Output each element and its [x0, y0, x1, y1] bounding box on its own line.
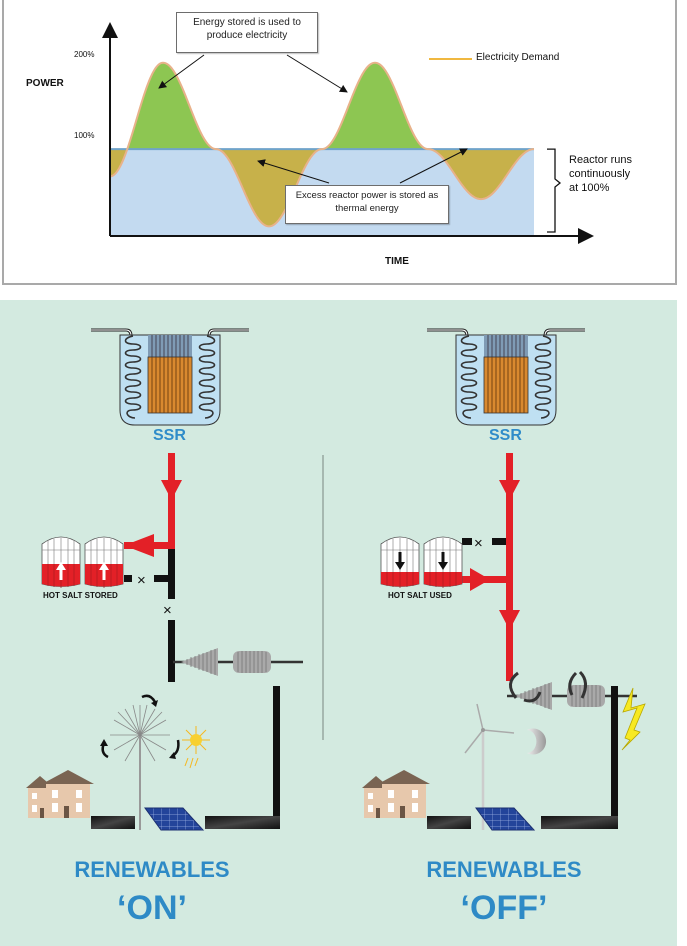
rotation-arrow-head	[100, 739, 108, 746]
power-line	[273, 686, 280, 829]
valve-closed-icon: ×	[137, 572, 146, 589]
hot-flow-pipe	[168, 453, 175, 549]
grid-cable	[427, 816, 471, 829]
idle-pipe-stub	[462, 538, 472, 545]
steam-turbine-icon	[171, 646, 305, 678]
moon-icon	[527, 728, 547, 755]
renewables-diagram-panel: × ×	[0, 300, 677, 946]
idle-pipe-stub	[154, 575, 172, 582]
idle-pipe-stub	[492, 538, 506, 545]
ssr-reactor-icon	[425, 328, 587, 427]
x-axis-title: TIME	[385, 256, 409, 267]
left-scenario: × ×	[26, 328, 305, 831]
power-line	[611, 686, 618, 829]
idle-pipe-stub	[124, 575, 132, 582]
hot-salt-used-label: HOT SALT USED	[388, 591, 452, 600]
flow-arrow-right-icon	[470, 568, 490, 591]
sun-icon	[182, 726, 210, 769]
callout-line: produce electricity	[206, 30, 288, 41]
annotation-arrow	[286, 54, 348, 93]
callout-line: Excess reactor power is stored as	[295, 190, 439, 201]
wind-turbine-spinning-icon	[110, 704, 170, 830]
rotation-arrow-icon	[509, 670, 587, 703]
salt-tank-icon	[41, 536, 81, 589]
title-line: RENEWABLES	[74, 857, 230, 882]
ssr-label-right: SSR	[489, 427, 522, 444]
chart-frame: Energy stored is used to produce electri…	[2, 0, 677, 285]
tick-100: 100%	[74, 131, 95, 140]
title-status: ‘OFF’	[460, 889, 548, 927]
demand-line	[109, 61, 535, 228]
salt-tank-icon	[84, 536, 124, 589]
annotation-arrow	[158, 54, 205, 89]
grid-cable	[205, 816, 280, 829]
lightning-bolt-icon	[621, 687, 646, 751]
power-chart	[102, 22, 594, 244]
valve-closed-icon: ×	[474, 535, 483, 552]
callout-excess-stored: Excess reactor power is stored as therma…	[285, 185, 449, 224]
flow-arrow-icon	[161, 480, 182, 500]
hot-flow-pipe	[506, 453, 513, 653]
annotation-arrow	[257, 159, 330, 184]
reactor-runs-text: Reactor runs continuously at 100%	[569, 153, 632, 195]
valve-closed-icon: ×	[163, 602, 172, 619]
house-icon	[362, 770, 430, 818]
grid-cable	[541, 816, 618, 829]
idle-pipe	[168, 620, 175, 682]
diagram-canvas: × ×	[26, 328, 646, 831]
idle-pipe	[168, 549, 175, 599]
right-scenario: ×	[362, 328, 646, 831]
legend-label: Electricity Demand	[476, 52, 560, 63]
bracket	[547, 148, 562, 233]
hot-salt-stored-label: HOT SALT STORED	[43, 591, 118, 600]
title-line: RENEWABLES	[426, 857, 582, 882]
bracket-line: Reactor runs	[569, 154, 632, 166]
flow-arrow-icon	[499, 610, 520, 630]
tick-200: 200%	[74, 50, 95, 59]
salt-tank-icon	[380, 536, 420, 589]
salt-tank-icon	[423, 536, 463, 589]
callout-line: Energy stored is used to	[193, 17, 301, 28]
y-axis-title: POWER	[26, 78, 64, 89]
flow-arrow-left-icon	[124, 534, 154, 557]
annotation-arrow	[399, 148, 468, 184]
renewables-off-title: RENEWABLES ‘OFF’	[384, 857, 624, 928]
bracket-line: at 100%	[569, 182, 610, 194]
bracket-line: continuously	[569, 168, 631, 180]
rotation-arrow-head	[151, 700, 158, 707]
rotation-arrow-icon	[141, 694, 157, 703]
ssr-label-left: SSR	[153, 427, 186, 444]
house-icon	[26, 770, 94, 818]
solar-panel-icon	[144, 807, 204, 831]
ssr-reactor-icon	[89, 328, 251, 427]
rotation-arrow-head	[169, 752, 176, 759]
grid-cable	[91, 816, 135, 829]
callout-line: thermal energy	[335, 203, 399, 214]
hot-flow-pipe	[506, 653, 513, 681]
solar-panel-icon	[475, 807, 535, 831]
renewables-on-title: RENEWABLES ‘ON’	[32, 857, 272, 928]
title-status: ‘ON’	[117, 889, 187, 927]
flow-arrow-icon	[499, 480, 520, 500]
storage-area	[110, 149, 534, 227]
release-area	[110, 62, 534, 150]
callout-energy-used: Energy stored is used to produce electri…	[176, 12, 318, 53]
